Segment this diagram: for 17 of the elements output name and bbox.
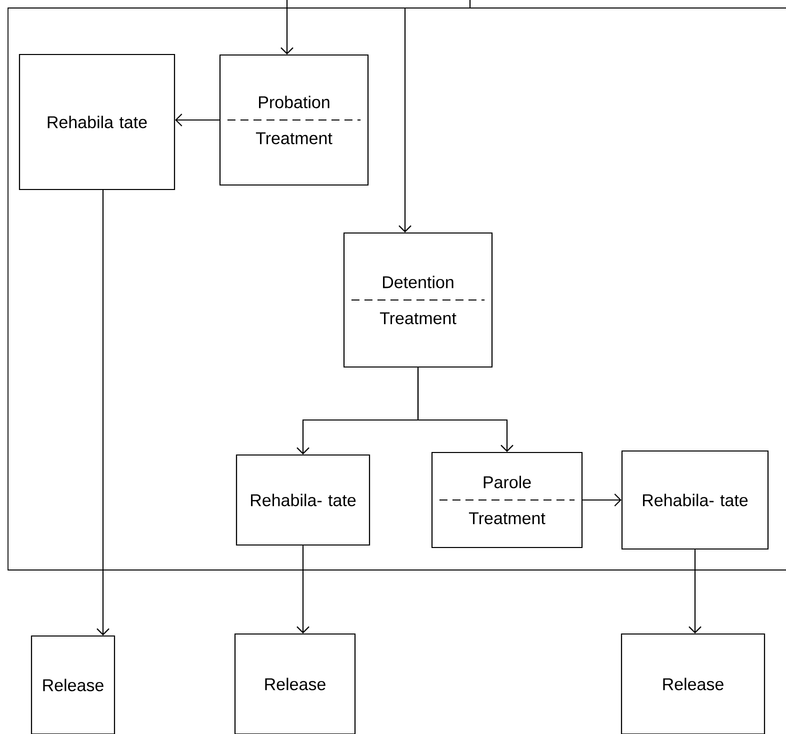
- arrow: [398, 0, 471, 232]
- process-box: Release: [620, 633, 766, 734]
- process-box: Release: [234, 633, 356, 734]
- process-box: Probation Treatment: [219, 54, 369, 186]
- process-box: Rehabila- tate: [621, 450, 769, 550]
- arrow: [96, 190, 110, 636]
- process-box: Release: [30, 635, 116, 734]
- arrow: [296, 546, 310, 634]
- process-box: Rehabila tate: [18, 54, 176, 190]
- process-box: Rehabila- tate: [236, 454, 370, 546]
- arrow: [175, 114, 220, 126]
- arrow: [582, 494, 622, 506]
- arrow: [280, 0, 294, 54]
- process-box: Detention Treatment: [343, 232, 493, 368]
- process-box: Parole Treatment: [431, 452, 583, 548]
- arrow: [688, 550, 702, 634]
- arrow: [417, 368, 514, 452]
